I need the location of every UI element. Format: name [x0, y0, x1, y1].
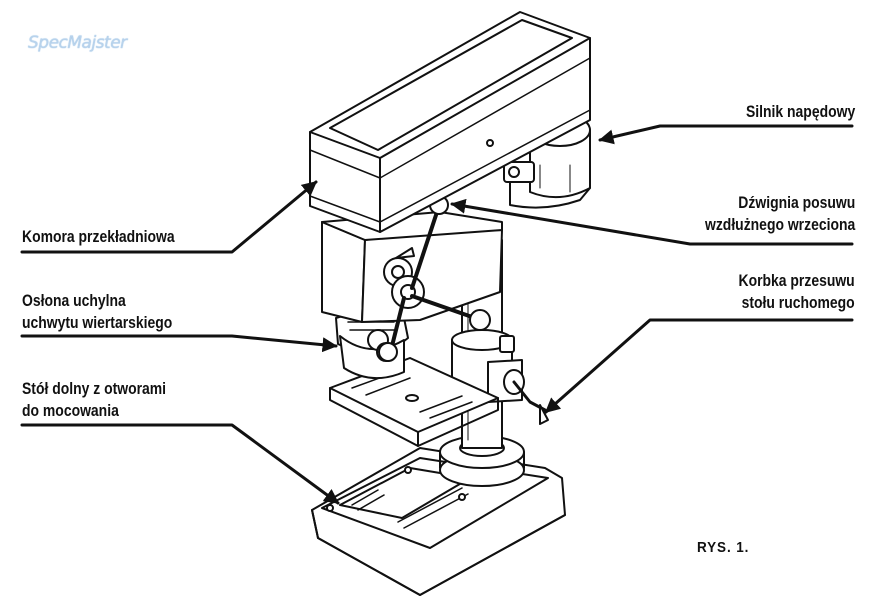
leader-base-table: [20, 423, 340, 505]
figure-number: RYS. 1.: [697, 539, 750, 556]
label-feed-lever: Dźwignia posuwu wzdłużnego wrzeciona: [704, 193, 855, 234]
label-motor: Silnik napędowy: [745, 102, 855, 121]
head-casting: [321, 211, 503, 323]
belt-cover: [309, 11, 591, 233]
watermark: SpecMajster: [28, 33, 127, 53]
leader-feed-lever: [450, 198, 854, 246]
label-chuck-guard: Osłona uchylna uchwytu wiertarskiego: [22, 291, 173, 332]
label-base-table: Stół dolny z otworami do mocowania: [22, 379, 167, 420]
leader-motor: [598, 124, 854, 145]
leader-gear-chamber: [20, 180, 318, 254]
leader-chuck-guard: [20, 334, 338, 353]
label-table-crank: Korbka przesuwu stołu ruchomego: [738, 271, 855, 312]
label-gear-chamber: Komora przekładniowa: [22, 227, 175, 246]
leader-table-crank: [544, 318, 854, 414]
base-plate: [311, 447, 566, 596]
